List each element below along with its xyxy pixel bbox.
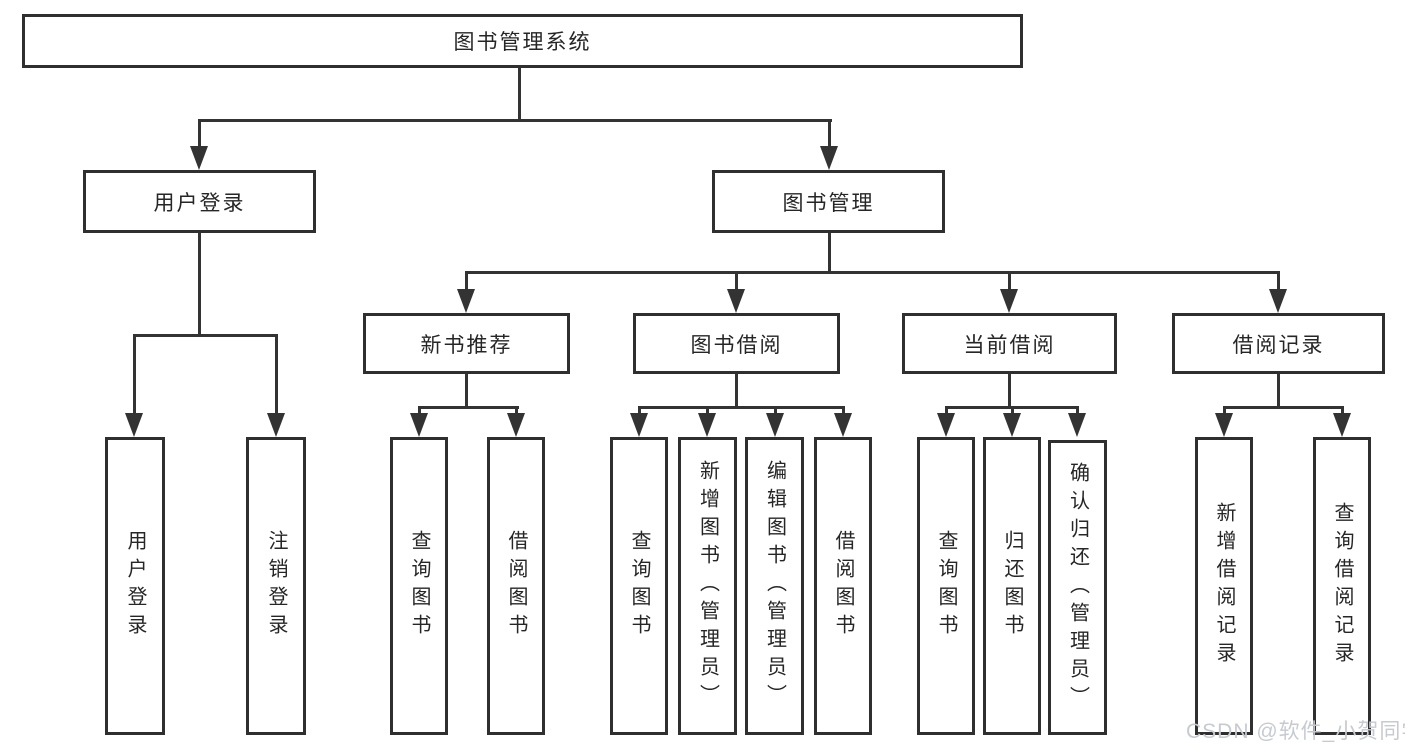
- connector-line: [1340, 406, 1344, 416]
- arrow-down-icon: [1000, 289, 1018, 313]
- leaf-query-books: 查询图书: [610, 437, 668, 735]
- connector-line: [734, 374, 738, 408]
- connector-line: [1075, 406, 1079, 416]
- arrow-down-icon: [457, 289, 475, 313]
- arrow-down-icon: [1068, 413, 1086, 437]
- arrow-down-icon: [766, 413, 784, 437]
- connector-line: [841, 406, 845, 416]
- connector-line: [827, 233, 831, 273]
- connector-line: [944, 406, 948, 416]
- connector-line: [197, 119, 201, 152]
- arrow-down-icon: [507, 413, 525, 437]
- leaf-return-books: 归还图书: [983, 437, 1041, 735]
- connector-line: [773, 406, 777, 416]
- connector-line: [1010, 406, 1014, 416]
- connector-line: [1276, 271, 1280, 293]
- connector-line: [517, 68, 521, 121]
- arrow-down-icon: [834, 413, 852, 437]
- arrow-down-icon: [937, 413, 955, 437]
- leaf-query-borrow-record: 查询借阅记录: [1313, 437, 1371, 735]
- arrow-down-icon: [630, 413, 648, 437]
- connector-line: [197, 119, 832, 122]
- connector-line: [514, 406, 518, 416]
- arrow-down-icon: [727, 289, 745, 313]
- connector-line: [464, 374, 468, 408]
- node-user-login: 用户登录: [83, 170, 316, 233]
- arrow-down-icon: [410, 413, 428, 437]
- leaf-add-borrow-record: 新增借阅记录: [1195, 437, 1253, 735]
- watermark: CSDN @软件_小贺同学: [1186, 720, 1405, 743]
- node-borrowing-records: 借阅记录: [1172, 313, 1385, 374]
- connector-line: [1222, 406, 1344, 409]
- leaf-confirm-return-admin: 确认归还（管理员）: [1048, 440, 1107, 735]
- leaf-edit-book-admin: 编辑图书（管理员）: [745, 437, 804, 735]
- arrow-down-icon: [1215, 413, 1233, 437]
- connector-line: [637, 406, 845, 409]
- connector-line: [1007, 271, 1011, 293]
- leaf-borrow-books: 借阅图书: [814, 437, 872, 735]
- connector-line: [132, 334, 278, 337]
- arrow-down-icon: [1333, 413, 1351, 437]
- connector-line: [1007, 374, 1011, 408]
- connector-line: [274, 334, 278, 416]
- arrow-down-icon: [125, 413, 143, 437]
- connector-line: [1276, 374, 1280, 408]
- connector-line: [417, 406, 519, 409]
- connector-line: [417, 406, 421, 416]
- connector-line: [197, 233, 201, 336]
- arrow-down-icon: [820, 146, 838, 170]
- leaf-logout: 注销登录: [246, 437, 306, 735]
- leaf-add-book-admin: 新增图书（管理员）: [678, 437, 737, 735]
- leaf-borrow-books: 借阅图书: [487, 437, 545, 735]
- node-current-borrowing: 当前借阅: [902, 313, 1117, 374]
- connector-line: [705, 406, 709, 416]
- leaf-query-books: 查询图书: [390, 437, 448, 735]
- node-book-management: 图书管理: [712, 170, 945, 233]
- connector-line: [637, 406, 641, 416]
- connector-line: [827, 119, 831, 152]
- node-book-borrowing: 图书借阅: [633, 313, 840, 374]
- connector-line: [1222, 406, 1226, 416]
- leaf-query-books: 查询图书: [917, 437, 975, 735]
- arrow-down-icon: [1269, 289, 1287, 313]
- arrow-down-icon: [267, 413, 285, 437]
- node-new-book-recommendation: 新书推荐: [363, 313, 570, 374]
- connector-line: [464, 271, 468, 293]
- connector-line: [734, 271, 738, 293]
- leaf-user-login: 用户登录: [105, 437, 165, 735]
- arrow-down-icon: [190, 146, 208, 170]
- connector-line: [132, 334, 136, 416]
- arrow-down-icon: [698, 413, 716, 437]
- arrow-down-icon: [1003, 413, 1021, 437]
- connector-line: [464, 271, 1280, 274]
- node-library-system: 图书管理系统: [22, 14, 1023, 68]
